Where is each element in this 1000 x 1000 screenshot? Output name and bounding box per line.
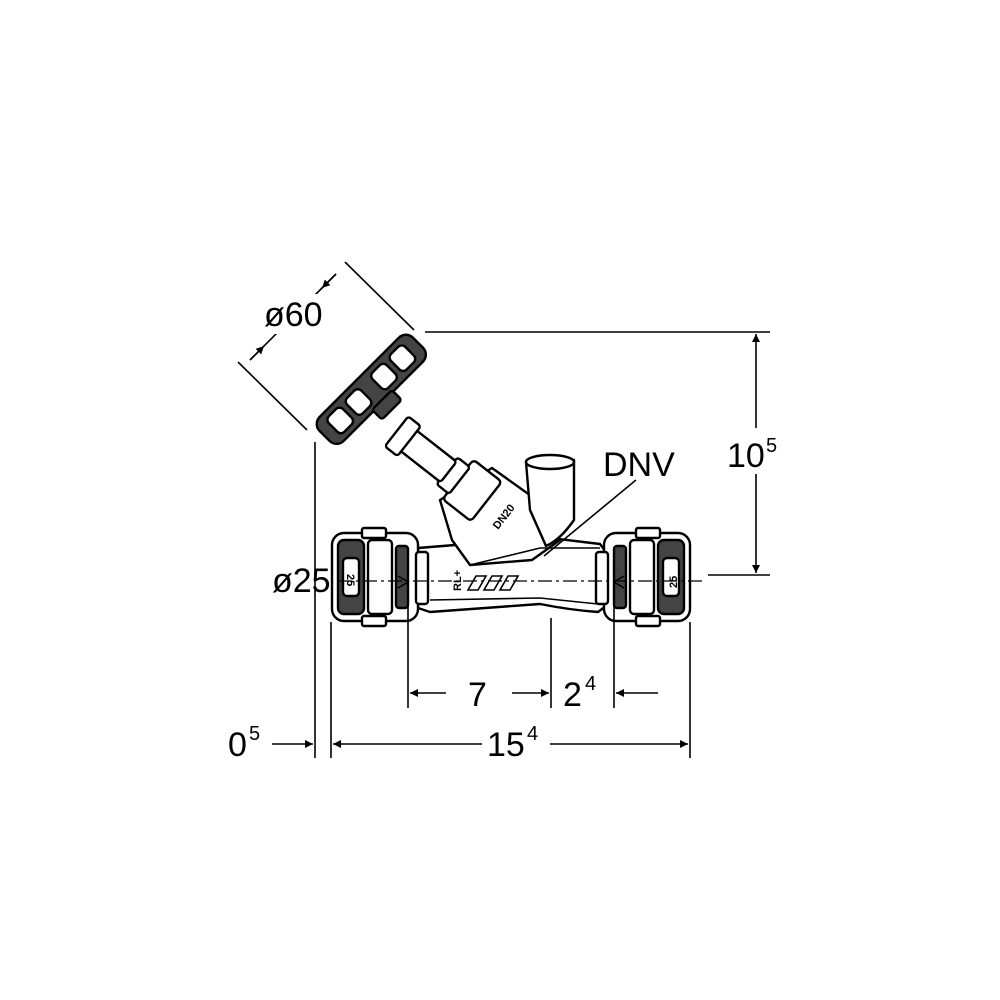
right-coupling-tab-top xyxy=(634,526,662,540)
valve-body: DN20 RL+ xyxy=(315,333,608,614)
left-press-coupling: 25 xyxy=(330,526,430,628)
valve-top-port-cap xyxy=(524,453,576,471)
extension-line xyxy=(237,361,308,431)
left-insertion-mark xyxy=(397,575,410,589)
right-coupling-grip-ring xyxy=(612,544,628,610)
dimension-height: 10 5 xyxy=(425,331,786,576)
extension-line xyxy=(344,261,415,331)
segment-right-label: 2 xyxy=(563,676,582,714)
right-coupling-marking: 25 xyxy=(668,576,680,588)
left-coupling-ring xyxy=(366,538,394,616)
product-code-label: DNV xyxy=(603,446,675,484)
dimension-handwheel: ø60 xyxy=(237,261,415,431)
height-label-sup: 5 xyxy=(766,435,777,457)
dimension-overall: 0 5 15 4 xyxy=(228,722,688,764)
segment-right-sup: 4 xyxy=(585,673,596,695)
right-coupling-tab-bottom xyxy=(634,614,662,628)
label-backdrop xyxy=(724,428,786,474)
right-coupling-window xyxy=(661,556,681,598)
leader-line xyxy=(543,479,637,557)
handwheel-grip xyxy=(370,362,398,391)
handwheel xyxy=(315,333,428,446)
bottom-extension-lines xyxy=(314,442,691,758)
body-contour-line-lower xyxy=(429,597,599,605)
left-coupling-tab-top xyxy=(360,526,388,540)
left-coupling-collar xyxy=(414,550,430,606)
segment-left-label: 7 xyxy=(468,676,487,714)
handwheel-grip xyxy=(388,344,417,373)
right-insertion-mark xyxy=(612,575,625,589)
left-coupling-window xyxy=(341,556,361,598)
handwheel-grip xyxy=(326,406,355,435)
length-label: 15 xyxy=(487,726,525,764)
label-backdrop xyxy=(262,294,334,334)
valve-top-port xyxy=(524,458,576,548)
product-callout: DNV xyxy=(543,446,675,557)
spindle-collar xyxy=(384,416,421,457)
handwheel-diameter-label: ø60 xyxy=(264,296,323,334)
body-contour-line xyxy=(469,547,600,566)
pipe-diameter-label: ø25 xyxy=(272,562,331,600)
valve-stem xyxy=(384,416,502,521)
handwheel-grip xyxy=(344,388,373,416)
handwheel-hub xyxy=(372,390,402,420)
right-coupling-ring xyxy=(628,538,656,616)
dimension-segments: 7 2 4 xyxy=(410,673,658,714)
left-coupling-grip-ring xyxy=(394,544,410,610)
offset-label: 0 xyxy=(228,726,247,764)
label-backdrop xyxy=(482,722,550,762)
offset-sup: 5 xyxy=(249,723,260,745)
left-coupling-tab-bottom xyxy=(360,614,388,628)
length-sup: 4 xyxy=(527,723,538,745)
left-coupling-marking: 25 xyxy=(344,574,356,586)
height-label: 10 xyxy=(727,437,765,475)
right-press-coupling: 25 xyxy=(594,526,692,628)
right-coupling-collar xyxy=(594,550,610,606)
